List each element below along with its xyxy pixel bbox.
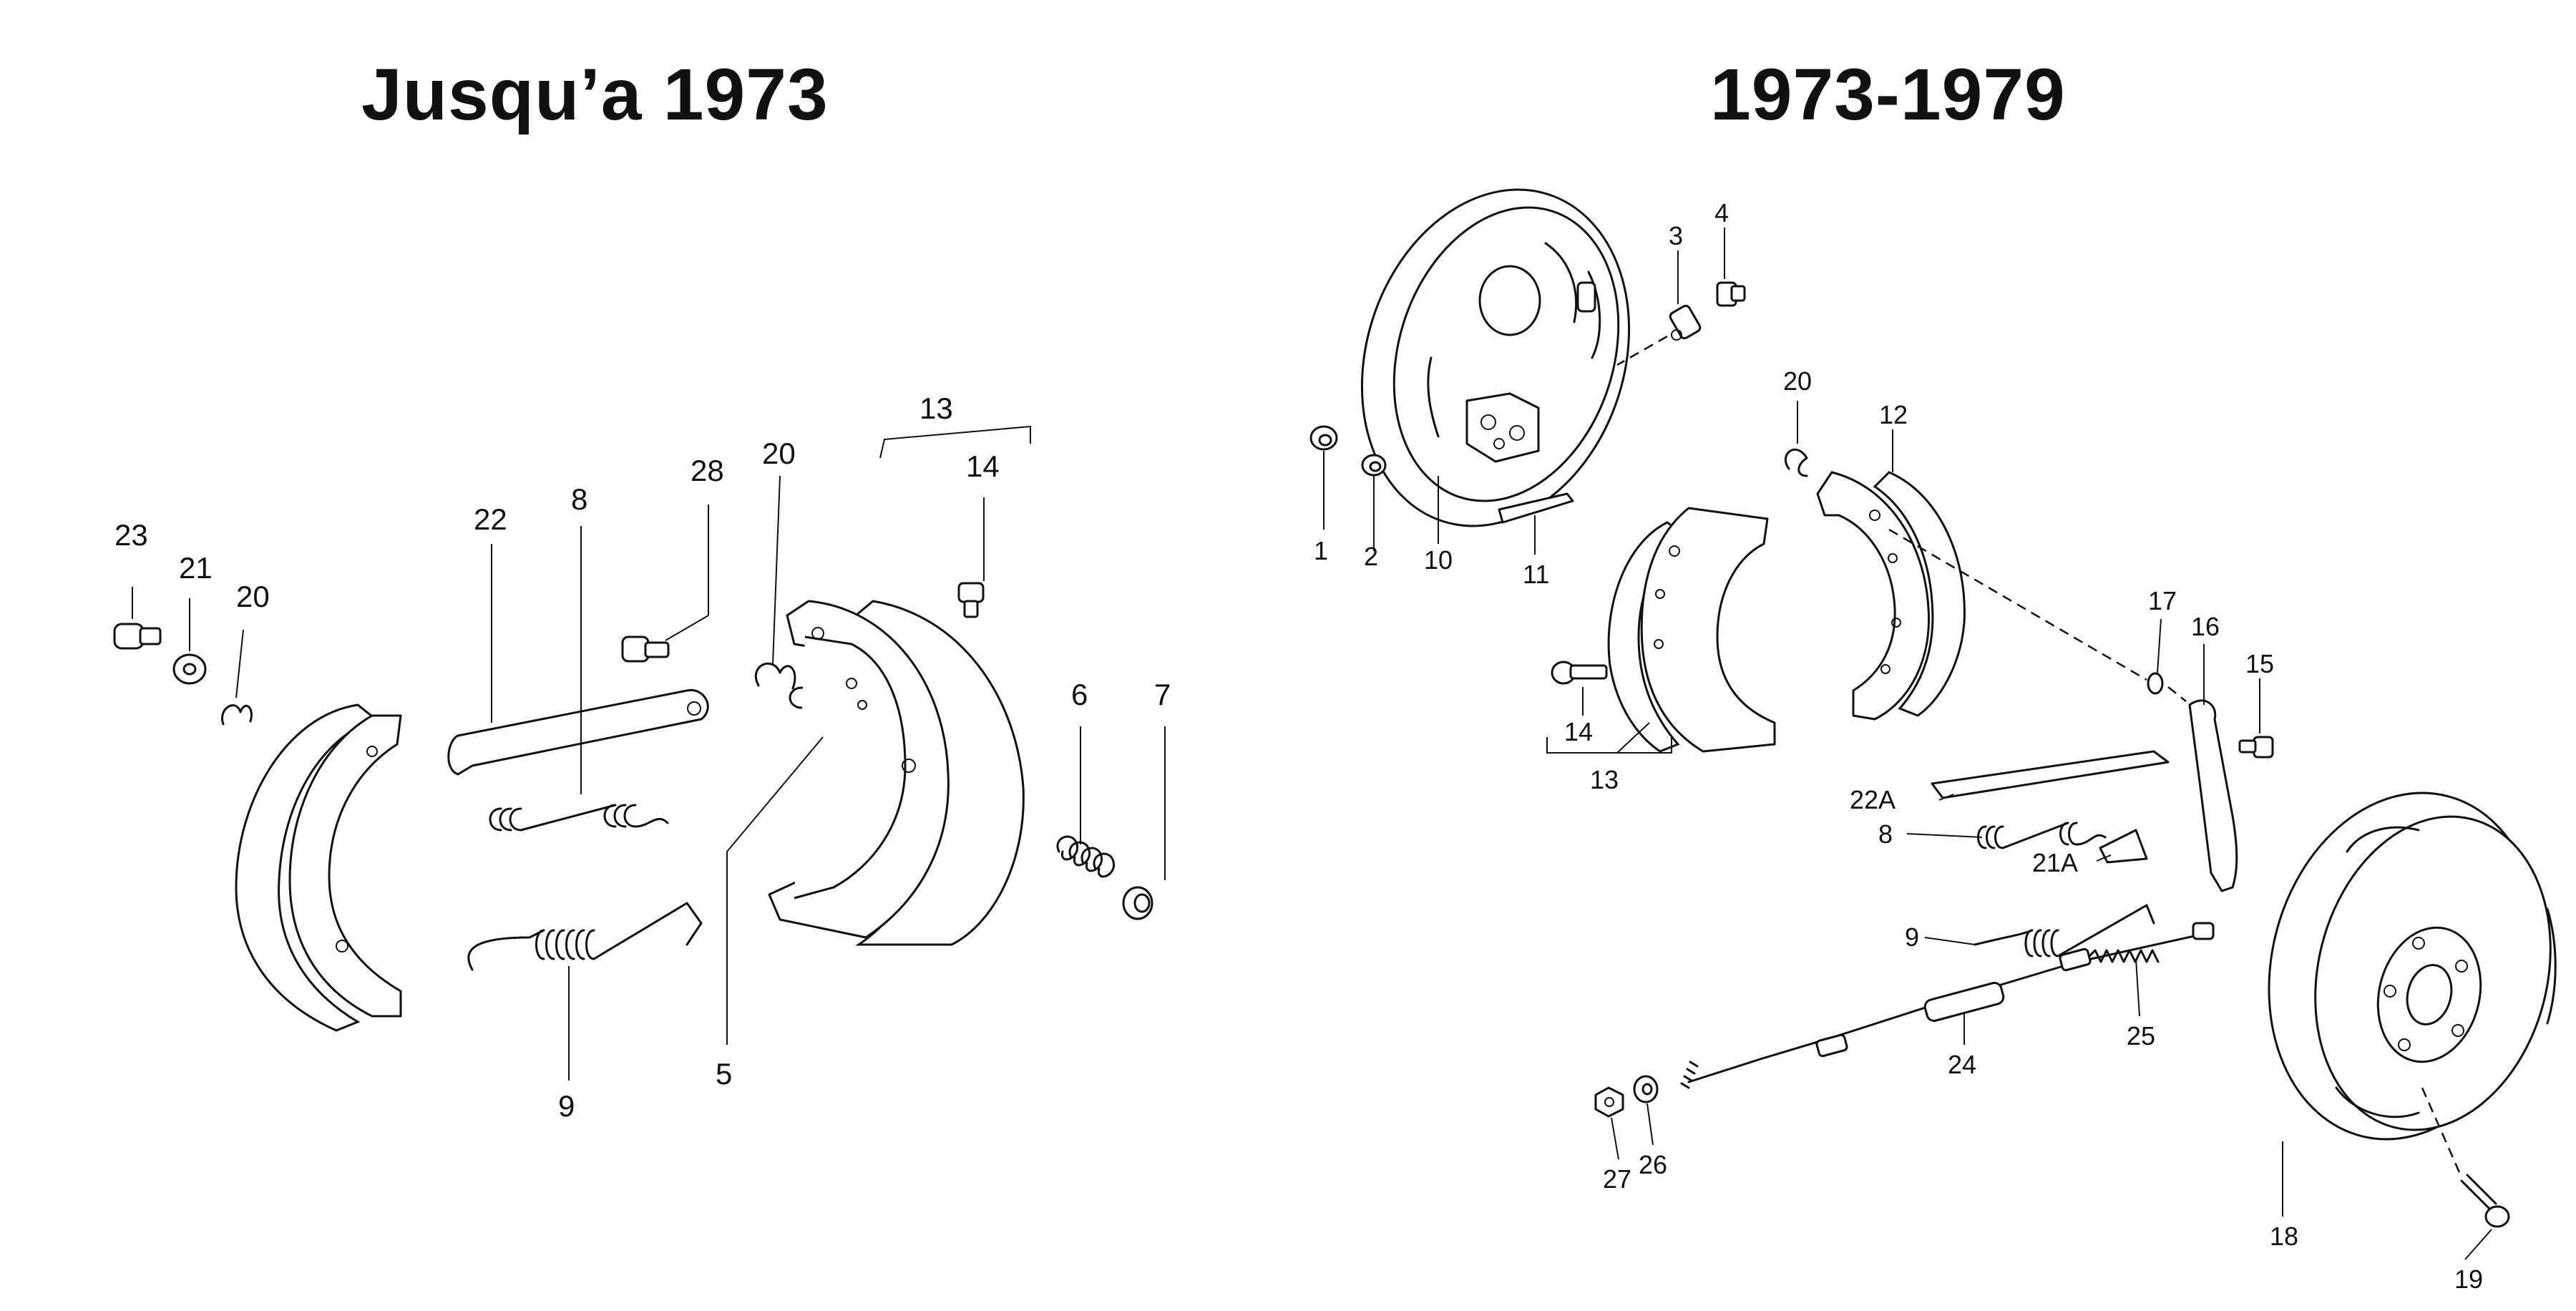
backing-plate-10 (1360, 188, 1631, 527)
bolt-19 (2460, 1174, 2510, 1228)
clip-21A (2099, 829, 2148, 864)
clip-20-right (1784, 448, 1808, 477)
callout-8-left: 8 (571, 482, 587, 516)
nut-2 (1361, 454, 1387, 477)
brake-drum-18 (2268, 791, 2557, 1141)
washer-21 (172, 653, 207, 685)
lever-22 (447, 689, 709, 776)
bracket-13-right (1546, 737, 1672, 754)
callout-7: 7 (1154, 678, 1171, 711)
spring-8-right (1977, 822, 2107, 849)
callout-23: 23 (114, 518, 148, 552)
pin-28 (621, 635, 670, 663)
spring-6 (1056, 835, 1115, 878)
callout-27: 27 (1603, 1164, 1631, 1194)
brake-shoe-left (235, 703, 402, 1032)
callout-20-left: 20 (236, 580, 270, 613)
bolt-15 (2238, 736, 2274, 759)
callout-20-mid: 20 (762, 437, 796, 470)
left-assembly: 23 21 20 22 8 28 20 13 14 6 7 5 9 (113, 391, 1171, 1123)
callout-13-left: 13 (919, 391, 953, 425)
callout-21A: 21A (2032, 848, 2078, 877)
clip-20-mid (754, 662, 796, 690)
callout-4: 4 (1714, 198, 1729, 228)
callout-28: 28 (691, 454, 724, 487)
callout-9-left: 9 (558, 1089, 575, 1123)
clip-20-left (221, 704, 253, 726)
callout-26: 26 (1639, 1150, 1667, 1179)
dashed-lines (1616, 335, 2463, 1178)
callout-24: 24 (1948, 1050, 1976, 1079)
callout-19: 19 (2454, 1264, 2483, 1294)
brake-shoe-right (768, 600, 1025, 946)
right-assembly: 3 4 1 2 10 11 20 12 14 13 17 16 15 22A 8… (1309, 188, 2557, 1294)
title-up-to-1973: Jusqu’a 1973 (361, 54, 829, 135)
lever-pin-hole (687, 701, 701, 716)
callout-14-left: 14 (966, 449, 1000, 483)
callout-2: 2 (1364, 542, 1378, 571)
callout-8-right: 8 (1878, 819, 1893, 849)
bolt-23 (113, 623, 162, 650)
cable-24-25 (1680, 922, 2215, 1089)
ring-17 (2147, 672, 2164, 695)
spring-8 (489, 804, 669, 832)
callout-22A: 22A (1850, 785, 1896, 814)
callout-9-right: 9 (1905, 922, 1919, 952)
callout-11: 11 (1523, 560, 1549, 589)
leaders-left (132, 475, 1166, 1081)
bleeder-3 (1669, 304, 1702, 341)
callout-18: 18 (2270, 1222, 2298, 1251)
plate-11 (1498, 492, 1574, 524)
title-1973-1979: 1973-1979 (1710, 54, 2066, 135)
callout-5: 5 (716, 1057, 732, 1091)
callout-6: 6 (1071, 678, 1088, 711)
callout-22-left: 22 (474, 502, 507, 536)
screw-14-left (957, 582, 985, 618)
callout-1: 1 (1314, 536, 1328, 565)
leaders-right (1323, 228, 2492, 1260)
lever-16 (2188, 699, 2238, 892)
callout-25: 25 (2127, 1021, 2155, 1051)
callout-12: 12 (1879, 400, 1908, 429)
callout-17: 17 (2148, 586, 2177, 615)
valve-4 (1716, 281, 1746, 307)
washer-26 (1633, 1075, 1659, 1103)
callout-3: 3 (1669, 221, 1683, 250)
spring-9 (467, 902, 703, 971)
shoe-12 (1816, 471, 1966, 721)
callout-15: 15 (2245, 649, 2274, 678)
bar-22A (1931, 750, 2170, 799)
callout-16: 16 (2191, 612, 2220, 641)
pin-14-right (1551, 661, 1608, 685)
shoe-13-right-pair (1607, 507, 1776, 753)
callout-21-left: 21 (179, 551, 213, 585)
nut-1 (1309, 425, 1338, 451)
bracket-13-left (879, 425, 1031, 459)
nut-27 (1594, 1086, 1624, 1118)
callout-20-right: 20 (1783, 366, 1812, 396)
cap-7 (1122, 886, 1153, 920)
callout-13-right: 13 (1590, 765, 1619, 794)
callout-10: 10 (1424, 545, 1453, 575)
spring-9-right (1974, 904, 2155, 957)
callout-14-right: 14 (1564, 717, 1593, 746)
